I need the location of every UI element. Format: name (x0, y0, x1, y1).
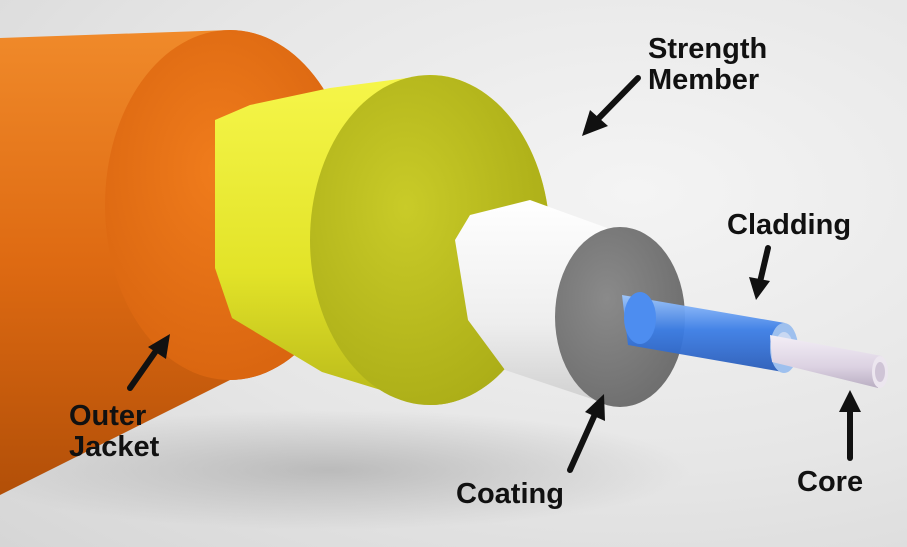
coating (455, 200, 685, 407)
label-outer-jacket-line-1: Outer (69, 400, 147, 432)
arrow-strength-member (582, 75, 641, 136)
label-strength-member: Strength Member (648, 34, 767, 96)
label-cladding-text: Cladding (727, 209, 852, 241)
label-strength-member-line-1: Strength (648, 33, 768, 65)
label-cladding: Cladding (727, 210, 851, 241)
label-core-text: Core (797, 466, 864, 498)
label-outer-jacket-line-2: Jacket (69, 431, 160, 463)
label-coating: Coating (456, 479, 564, 510)
label-outer-jacket: Outer Jacket (69, 401, 159, 463)
arrow-coating (567, 394, 605, 473)
label-strength-member-line-2: Member (648, 64, 760, 96)
arrow-core (839, 390, 861, 461)
arrow-outer-jacket (127, 334, 170, 391)
arrow-cladding (749, 245, 771, 300)
cable-shadow (0, 410, 690, 530)
label-coating-text: Coating (456, 478, 564, 510)
core (770, 335, 888, 388)
label-core: Core (797, 467, 863, 498)
